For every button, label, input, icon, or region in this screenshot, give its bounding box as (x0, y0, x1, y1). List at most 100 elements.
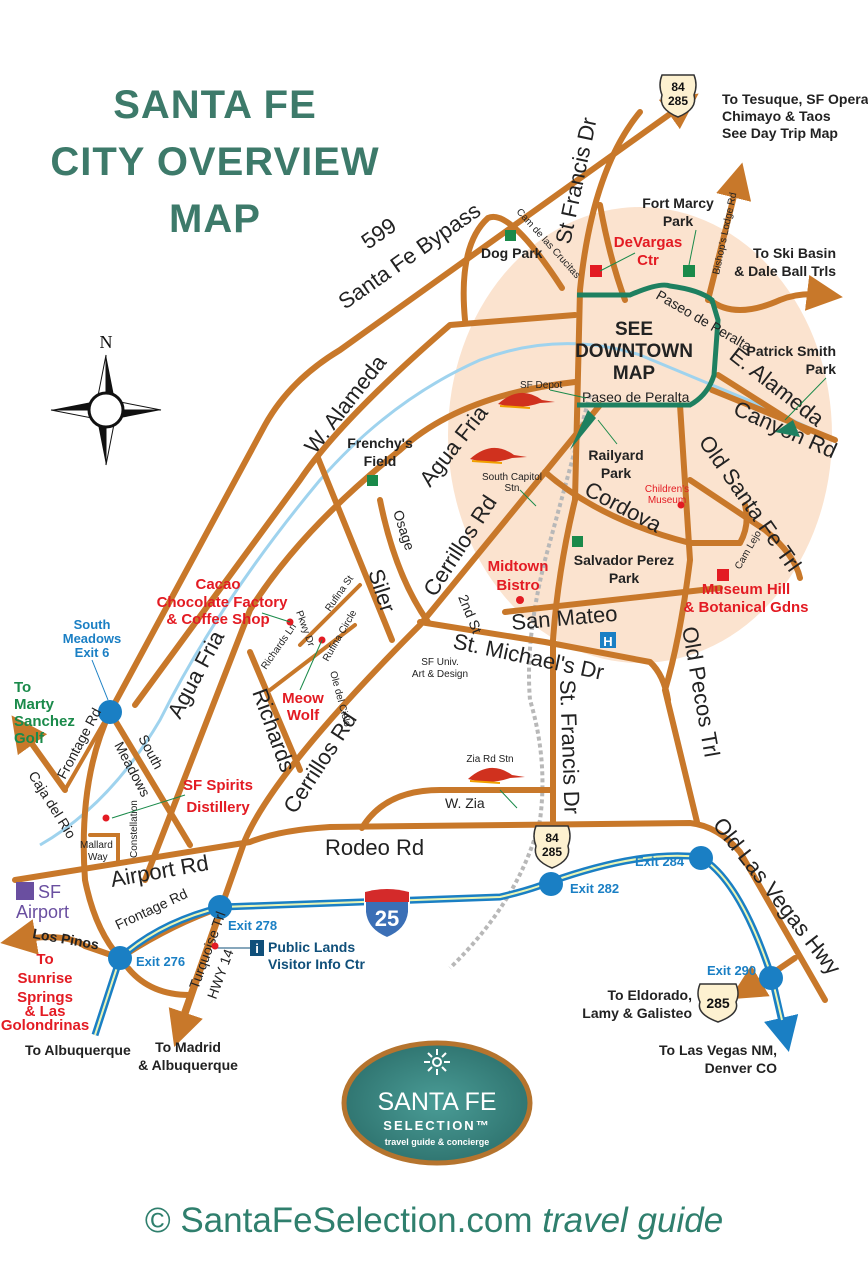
museum-hill-marker[interactable] (717, 569, 729, 581)
label-sf-airport: SF (38, 882, 61, 902)
footer-credit[interactable]: © SantaFeSelection.com travel guide (145, 1201, 723, 1240)
label-way: Way (88, 852, 108, 863)
dest-marty-4: Golf (14, 730, 45, 747)
salvador-perez-marker[interactable] (572, 536, 583, 547)
road-turquoise (168, 904, 225, 1048)
exit-284-marker[interactable] (689, 846, 713, 870)
label-siler: Siler (363, 566, 400, 616)
hospital-icon[interactable] (600, 632, 616, 648)
poi-markers: H i (16, 229, 827, 956)
interstate-25-centerline (94, 854, 783, 1036)
shield-25-label: 25 (375, 906, 399, 931)
exit-south-meadows-marker[interactable] (98, 700, 122, 724)
midtown-bistro-marker[interactable] (516, 596, 524, 604)
label-meow-wolf-2: Wolf (287, 707, 320, 724)
dest-albuquerque: To Albuquerque (25, 1042, 131, 1058)
road-exit276-loop (125, 965, 193, 998)
road-mallard (88, 833, 120, 864)
dest-tesuque: To Tesuque, SF Opera, (722, 91, 868, 107)
label-exit-276: Exit 276 (136, 954, 185, 969)
label-w-zia: W. Zia (445, 795, 485, 811)
road-caja-del-rio (11, 715, 68, 793)
road-st-francis (550, 109, 643, 833)
devargas-marker[interactable] (590, 265, 602, 277)
exit-290-marker[interactable] (759, 966, 783, 990)
spirits-marker[interactable] (102, 814, 110, 822)
shield-285: 285 (542, 845, 562, 859)
dest-eldorado: To Eldorado, (607, 987, 692, 1003)
label-public-lands: Public Lands (268, 939, 355, 955)
childrens-museum-marker[interactable] (677, 501, 685, 509)
label-south-capitol: South Capitol (482, 472, 542, 483)
label-salvador-perez: Salvador Perez (574, 552, 674, 568)
map-title: SANTA FE CITY OVERVIEW MAP (50, 83, 379, 241)
shield-84: 84 (671, 80, 685, 94)
label-exit-278: Exit 278 (228, 918, 277, 933)
label-see-downtown-2[interactable]: DOWNTOWN (575, 341, 693, 362)
road-richards (247, 649, 303, 773)
footer-copyright[interactable]: © SantaFeSelection.com (145, 1201, 533, 1240)
dest-sunrise-5: Golondrinas (1, 1017, 89, 1034)
north-label: N (100, 332, 113, 352)
dest-marty: To (14, 679, 31, 696)
label-sf-spirits: SF Spirits (183, 777, 253, 794)
label-frenchys-2: Field (364, 453, 397, 469)
label-paseo-lower: Paseo de Peralta (582, 389, 690, 405)
dest-ski-basin: To Ski Basin (753, 245, 836, 261)
sun-icon (424, 1049, 450, 1075)
label-sf-univ: SF Univ. (421, 657, 459, 668)
shield-285-label: 285 (706, 995, 730, 1011)
label-mallard: Mallard (80, 840, 113, 851)
santa-fe-selection-logo[interactable]: SANTA FE SELECTION™ travel guide & conci… (341, 1040, 533, 1166)
paseo-de-peralta-loop (577, 282, 721, 408)
dest-tesuque-2: Chimayo & Taos (722, 108, 831, 124)
road-ski-basin (707, 274, 843, 313)
label-midtown-bistro-2: Bistro (496, 577, 539, 594)
exit-278-marker[interactable] (208, 895, 232, 919)
road-network (0, 93, 843, 1048)
label-exit-284: Exit 284 (635, 854, 685, 869)
label-599: 599 (357, 213, 401, 255)
road-cerrillos (175, 402, 603, 1033)
compass-rose-icon: N (50, 332, 162, 466)
road-upper-connector (597, 202, 628, 303)
label-patrick-smith-2: Park (806, 361, 837, 377)
airport-marker[interactable] (16, 882, 34, 900)
roadrunner-icon-zia (468, 767, 525, 784)
dog-park-marker[interactable] (505, 230, 516, 241)
label-see-downtown[interactable]: SEE (615, 319, 653, 340)
road-st-michaels (417, 619, 671, 703)
label-st-francis-lower: St. Francis Dr (555, 679, 585, 814)
road-santa-fe-bypass (107, 93, 699, 715)
road-west-loop (80, 709, 123, 961)
label-sf-spirits-2: Distillery (186, 799, 250, 816)
label-see-downtown-3[interactable]: MAP (613, 363, 656, 384)
info-icon[interactable] (250, 940, 264, 956)
exit-282-marker[interactable] (539, 872, 563, 896)
label-fort-marcy-2: Park (663, 213, 694, 229)
dest-tesuque-3: See Day Trip Map (722, 125, 838, 141)
label-railyard-2: Park (601, 465, 632, 481)
dest-sunrise: To (36, 951, 53, 968)
label-cacao: Cacao (195, 576, 240, 593)
road-san-mateo (502, 585, 723, 615)
road-cordova (542, 469, 750, 546)
label-devargas: DeVargas (614, 234, 682, 251)
exit-276-marker[interactable] (108, 946, 132, 970)
shield-285: 285 (668, 94, 688, 108)
label-sf-depot: SF Depot (520, 380, 562, 391)
fort-marcy-marker[interactable] (683, 265, 695, 277)
logo-line1: SANTA FE (377, 1088, 496, 1116)
label-old-pecos: Old Pecos Trl (677, 625, 725, 759)
us-285-shield: 285 (697, 983, 739, 1023)
road-w-alameda (132, 312, 578, 708)
label-zia-stn: Zia Rd Stn (466, 754, 513, 765)
logo-line3: travel guide & concierge (385, 1137, 490, 1147)
frenchys-field-marker[interactable] (367, 475, 378, 486)
hospital-glyph: H (603, 634, 612, 649)
title-line: CITY OVERVIEW (50, 140, 379, 184)
us-84-285-shield-bottom: 84 285 (533, 825, 571, 869)
label-sf-airport-2: Airport (16, 902, 69, 922)
label-salvador-perez-2: Park (609, 570, 640, 586)
